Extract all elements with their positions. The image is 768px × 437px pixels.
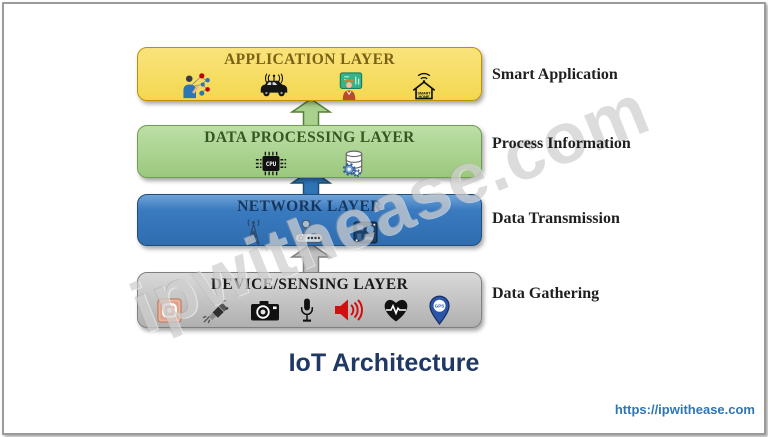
side-label-data-gathering: Data Gathering (492, 285, 600, 302)
data-processing-layer-icons: CPU (138, 147, 481, 179)
gps-pin-icon: GPS (429, 295, 450, 325)
user-network-icon (183, 72, 210, 98)
smart-home-icon: SMART HOME (412, 72, 436, 100)
data-processing-layer-box: DATA PROCESSING LAYER CPU (137, 125, 482, 178)
smart-agriculture-icon (339, 71, 363, 100)
data-processing-layer-label: DATA PROCESSING LAYER (204, 129, 415, 146)
network-layer-icons (138, 216, 481, 248)
network-layer-box: NETWORK LAYER (137, 194, 482, 246)
heartbeat-monitor-icon (384, 299, 407, 322)
network-layer-label: NETWORK LAYER (237, 198, 382, 215)
cpu-chip-icon: CPU (255, 151, 286, 175)
device-sensing-layer-icons: GPS (138, 294, 481, 326)
sensor-probe-icon (202, 299, 229, 323)
speaker-icon (335, 299, 364, 321)
up-arrow-icon (289, 98, 333, 128)
circuit-board-icon (352, 220, 378, 244)
footer-link[interactable]: https://ipwithease.com (614, 402, 755, 417)
application-layer-box: APPLICATION LAYER (137, 47, 482, 101)
side-label-data-transmission: Data Transmission (492, 210, 620, 227)
wifi-router-icon (293, 219, 324, 244)
side-label-process-information: Process Information (492, 135, 631, 152)
microphone-icon (300, 297, 314, 322)
gps-caption: GPS (435, 304, 445, 309)
smart-home-caption-line1: SMART (417, 91, 431, 95)
arrow-processing-to-application (289, 98, 333, 128)
device-sensing-layer-label: DEVICE/SENSING LAYER (210, 276, 409, 293)
rfid-tag-icon (157, 297, 182, 323)
application-layer-icons: SMART HOME (138, 69, 481, 101)
connected-car-icon (260, 72, 288, 96)
side-label-smart-application: Smart Application (492, 66, 618, 83)
cpu-caption: CPU (265, 161, 276, 167)
application-layer-label: APPLICATION LAYER (224, 51, 395, 68)
data-mining-database-icon (342, 150, 362, 177)
smart-home-caption-line2: HOME (418, 95, 430, 99)
page-title: IoT Architecture (288, 349, 480, 377)
device-sensing-layer-box: DEVICE/SENSING LAYER (137, 272, 482, 328)
cell-tower-icon (246, 219, 260, 245)
camera-icon (250, 301, 279, 321)
